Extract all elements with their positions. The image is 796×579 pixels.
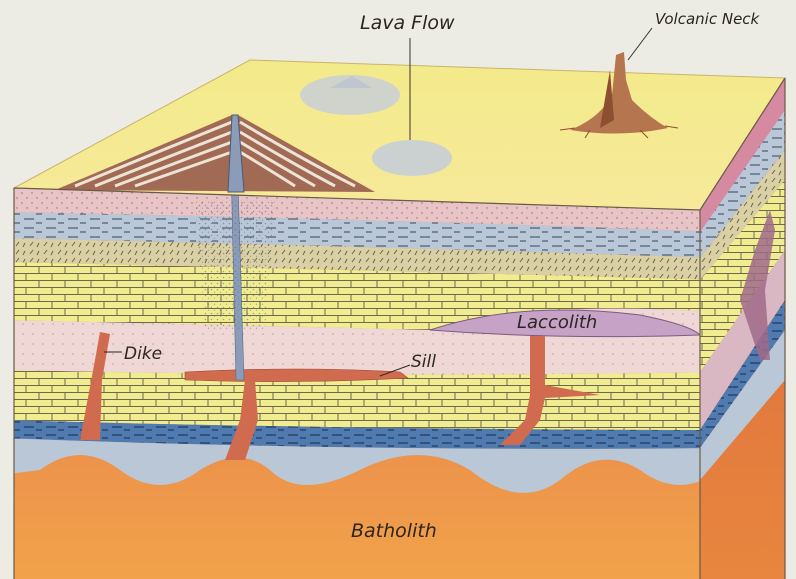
lava-flow-patch <box>372 140 452 176</box>
sill <box>185 369 408 382</box>
lava-flow-label: Lava Flow <box>360 12 455 34</box>
sill-label: Sill <box>411 352 436 372</box>
volcanic-neck-leader-line <box>628 28 652 60</box>
volcanic-neck-label: Volcanic Neck <box>655 10 759 28</box>
dike-label: Dike <box>124 344 162 364</box>
batholith-label: Batholith <box>351 520 437 542</box>
laccolith-label: Laccolith <box>517 312 597 333</box>
